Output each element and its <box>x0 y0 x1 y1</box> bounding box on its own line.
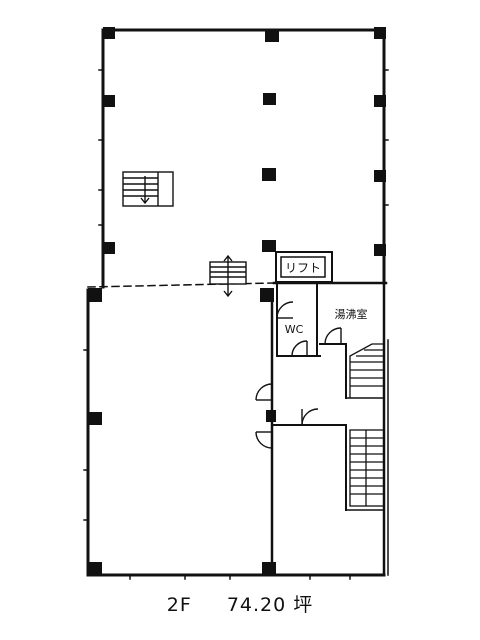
utility-room-label: 湯沸室 <box>335 307 368 321</box>
wc-label: WC <box>285 323 304 336</box>
floor-caption: 2F 74.20 坪 <box>0 590 480 617</box>
upper-stair <box>122 171 174 207</box>
floor-number: 2F <box>166 594 192 616</box>
utility-door-swing <box>324 327 342 345</box>
hall-door-swings <box>255 383 319 449</box>
right-stair-upper <box>349 343 384 398</box>
right-stair-lower <box>349 429 385 507</box>
floor-area: 74.20 坪 <box>226 594 314 616</box>
dashed-division-line <box>87 282 275 288</box>
wc-door-swings <box>276 301 308 357</box>
structural-columns <box>88 27 386 576</box>
lift-label: リフト <box>285 261 321 275</box>
central-stair <box>209 254 247 298</box>
lift-room: リフト <box>275 251 333 283</box>
